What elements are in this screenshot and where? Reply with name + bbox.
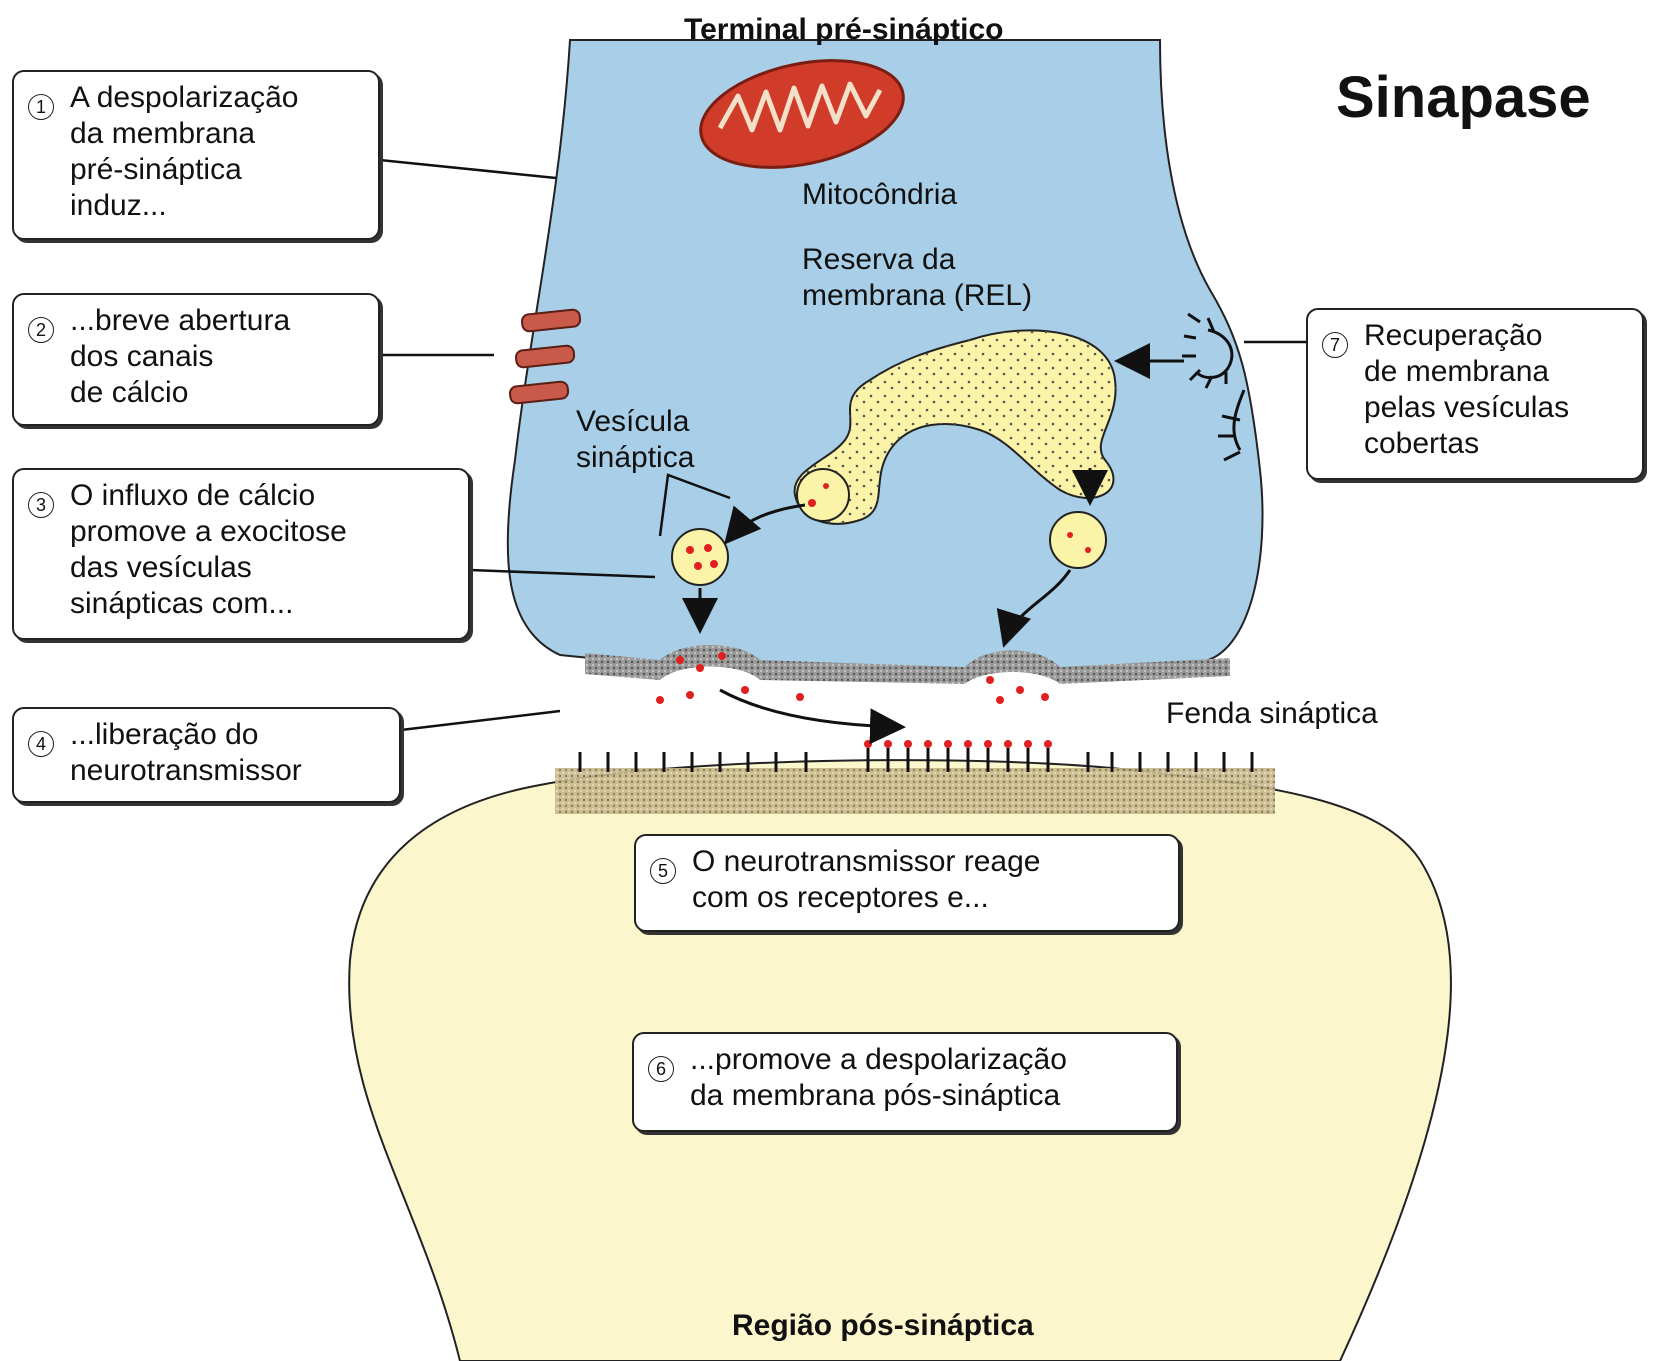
step-number-badge: 4	[28, 723, 70, 759]
step-text: O neurotransmissor reage com os receptor…	[692, 844, 1041, 916]
step-3-callout: 3 O influxo de cálcio promove a exocitos…	[12, 468, 470, 640]
step-number-badge: 2	[28, 309, 70, 345]
membrane-reserve-label: Reserva da membrana (REL)	[802, 242, 1032, 314]
step-number-badge: 1	[28, 86, 70, 122]
presynaptic-terminal-label: Terminal pré-sináptico	[684, 12, 1004, 48]
step-text: O influxo de cálcio promove a exocitose …	[70, 478, 347, 622]
step-number-badge: 5	[650, 850, 692, 886]
postsynaptic-region-label: Região pós-sináptica	[732, 1308, 1034, 1344]
step-text: Recuperação de membrana pelas vesículas …	[1364, 318, 1569, 462]
vesicle-label: Vesícula sináptica	[576, 404, 694, 476]
step-text: A despolarização da membrana pré-sinápti…	[70, 80, 299, 224]
step-number-badge: 6	[648, 1048, 690, 1084]
step-text: ...liberação do neurotransmissor	[70, 717, 302, 789]
step-6-callout: 6 ...promove a despolarização da membran…	[632, 1032, 1178, 1132]
page-title: Sinapase	[1336, 64, 1591, 131]
step-number-badge: 7	[1322, 324, 1364, 360]
step-1-callout: 1 A despolarização da membrana pré-sináp…	[12, 70, 380, 240]
step-2-callout: 2 ...breve abertura dos canais de cálcio	[12, 293, 380, 426]
mitochondria-label: Mitocôndria	[802, 177, 957, 213]
step-text: ...promove a despolarização da membrana …	[690, 1042, 1067, 1114]
step-5-callout: 5 O neurotransmissor reage com os recept…	[634, 834, 1180, 932]
step-4-callout: 4 ...liberação do neurotransmissor	[12, 707, 401, 803]
step-7-callout: 7 Recuperação de membrana pelas vesícula…	[1306, 308, 1644, 480]
step-text: ...breve abertura dos canais de cálcio	[70, 303, 290, 411]
postsynaptic-density	[555, 768, 1275, 814]
presynaptic-terminal	[508, 40, 1263, 672]
synaptic-cleft-label: Fenda sináptica	[1166, 696, 1378, 732]
bound-receptor-dots	[864, 740, 1052, 748]
step-number-badge: 3	[28, 484, 70, 520]
